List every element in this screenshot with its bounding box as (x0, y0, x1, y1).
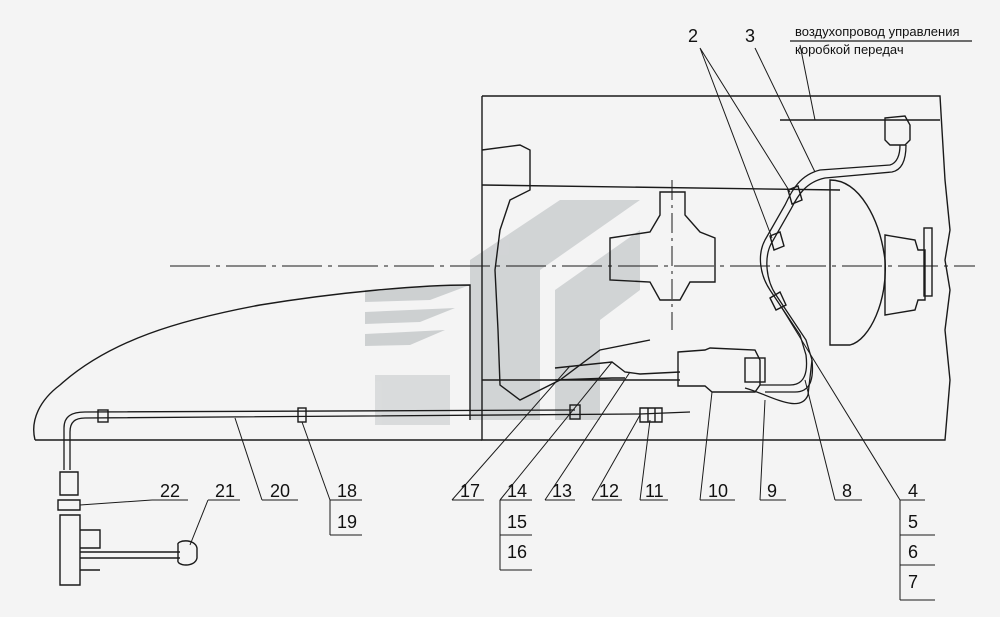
watermark-chevron (555, 230, 640, 420)
valve-handle (80, 551, 180, 571)
air-pipe-to-valve (759, 144, 901, 386)
gearbox-end-outline (884, 234, 926, 316)
annotation-line-1: воздухопровод управления (795, 24, 960, 39)
leader-13 (544, 371, 631, 501)
air-pipes (63, 144, 907, 470)
annotation-block: воздухопровод управления коробкой переда… (790, 24, 972, 121)
cylinder-cap (744, 357, 766, 383)
leader-10 (699, 391, 735, 501)
logo-watermark-icon (365, 200, 640, 425)
leader-11 (639, 419, 668, 501)
engine-mount-outline (609, 191, 716, 301)
pipe-clip-front (97, 409, 109, 423)
valve-knob (177, 540, 198, 566)
leader-lines (79, 47, 935, 601)
callout-19: 19 (337, 512, 357, 532)
callout-18: 18 (337, 481, 357, 501)
main-air-pipe (69, 411, 691, 470)
clamp-3 (769, 290, 787, 311)
callout-7: 7 (908, 572, 918, 592)
watermark-stripe (375, 375, 450, 425)
transmission-housing-outline (481, 95, 951, 441)
leader-14 (499, 361, 613, 571)
leader-4 (779, 304, 925, 501)
watermark-chevron (470, 200, 640, 420)
callout-3: 3 (745, 26, 755, 46)
pneumatic-cylinder (677, 347, 761, 393)
clamp-1 (787, 185, 803, 205)
leader-18 (301, 421, 362, 536)
leader-12 (591, 414, 641, 501)
callout-14: 14 (507, 481, 527, 501)
leader-17 (451, 365, 571, 501)
pipe-clip-13 (569, 404, 581, 420)
callout-5: 5 (908, 512, 918, 532)
callout-21: 21 (215, 481, 235, 501)
main-air-pipe-inner (63, 409, 576, 470)
components (57, 115, 911, 586)
callout-22: 22 (160, 481, 180, 501)
callout-2: 2 (688, 26, 698, 46)
annotation-line-2: коробкой передач (795, 42, 904, 57)
leader-3 (754, 47, 816, 173)
callout-8: 8 (842, 481, 852, 501)
leader-2 (699, 47, 791, 239)
pipe-connector-11 (639, 407, 663, 423)
chassis-frame (33, 95, 951, 441)
callout-6: 6 (908, 542, 918, 562)
valve-body-21 (59, 514, 101, 586)
control-valve (884, 115, 911, 146)
leader-20 (234, 417, 298, 501)
pipe-clip-18 (297, 407, 307, 423)
watermark-stripe (365, 308, 455, 324)
leader-22 (79, 499, 188, 506)
leader-21 (189, 499, 240, 546)
callout-16: 16 (507, 542, 527, 562)
air-pipe-return (744, 359, 813, 405)
callout-11: 11 (645, 481, 664, 501)
callout-10: 10 (708, 481, 728, 501)
callout-17: 17 (460, 481, 480, 501)
frame-mid-line (481, 184, 841, 191)
annotation-leader (799, 44, 816, 121)
output-flange (923, 227, 933, 297)
leader-9 (759, 399, 786, 501)
leader-8 (804, 379, 862, 501)
callout-labels: 2 3 4 5 6 7 8 9 10 11 12 13 14 15 16 17 … (160, 26, 918, 592)
crane-fitting (57, 471, 81, 511)
actuator-rod (554, 361, 681, 381)
leader-5 (899, 500, 935, 600)
callout-20: 20 (270, 481, 290, 501)
callout-15: 15 (507, 512, 527, 532)
clutch-housing-outline (829, 179, 887, 346)
leader-6 (900, 564, 935, 601)
callout-12: 12 (599, 481, 619, 501)
callout-13: 13 (552, 481, 572, 501)
callout-4: 4 (908, 481, 918, 501)
frame-left-outline (33, 284, 482, 441)
clamp-2 (769, 231, 785, 251)
watermark-stripe (365, 330, 445, 346)
air-pipe-to-valve-inner (765, 144, 907, 393)
callout-9: 9 (767, 481, 777, 501)
